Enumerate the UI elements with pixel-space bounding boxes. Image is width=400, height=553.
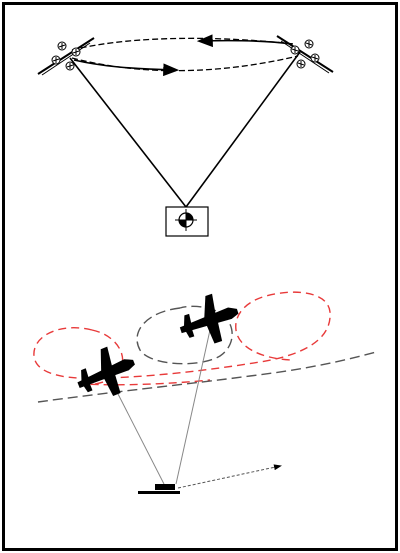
orbit-lower-dashed — [71, 55, 299, 72]
orbit-lower-arrow — [73, 59, 180, 77]
rotorcraft-left-icon — [37, 37, 95, 76]
tether-aircraft-high — [175, 329, 211, 485]
bottom-diagram — [33, 287, 377, 494]
aircraft-high-icon — [173, 287, 245, 353]
flight-path-red-inner — [83, 329, 211, 386]
tether-right — [185, 51, 301, 208]
rotorcraft-right-icon — [276, 35, 334, 74]
ground-station-target-icon — [175, 209, 197, 231]
top-diagram — [37, 34, 334, 237]
flight-path-red — [33, 291, 331, 380]
flight-path-dark-loop — [136, 305, 233, 365]
tether-left — [69, 57, 187, 208]
direction-arrow — [177, 464, 282, 489]
aircraft-low-icon — [69, 339, 143, 407]
orbit-upper-dashed — [71, 37, 295, 51]
flight-path-dark-sweep — [37, 351, 377, 403]
ground-station-base — [138, 484, 180, 494]
orbit-upper-arrow — [196, 34, 293, 48]
tether-aircraft-low — [116, 391, 165, 485]
